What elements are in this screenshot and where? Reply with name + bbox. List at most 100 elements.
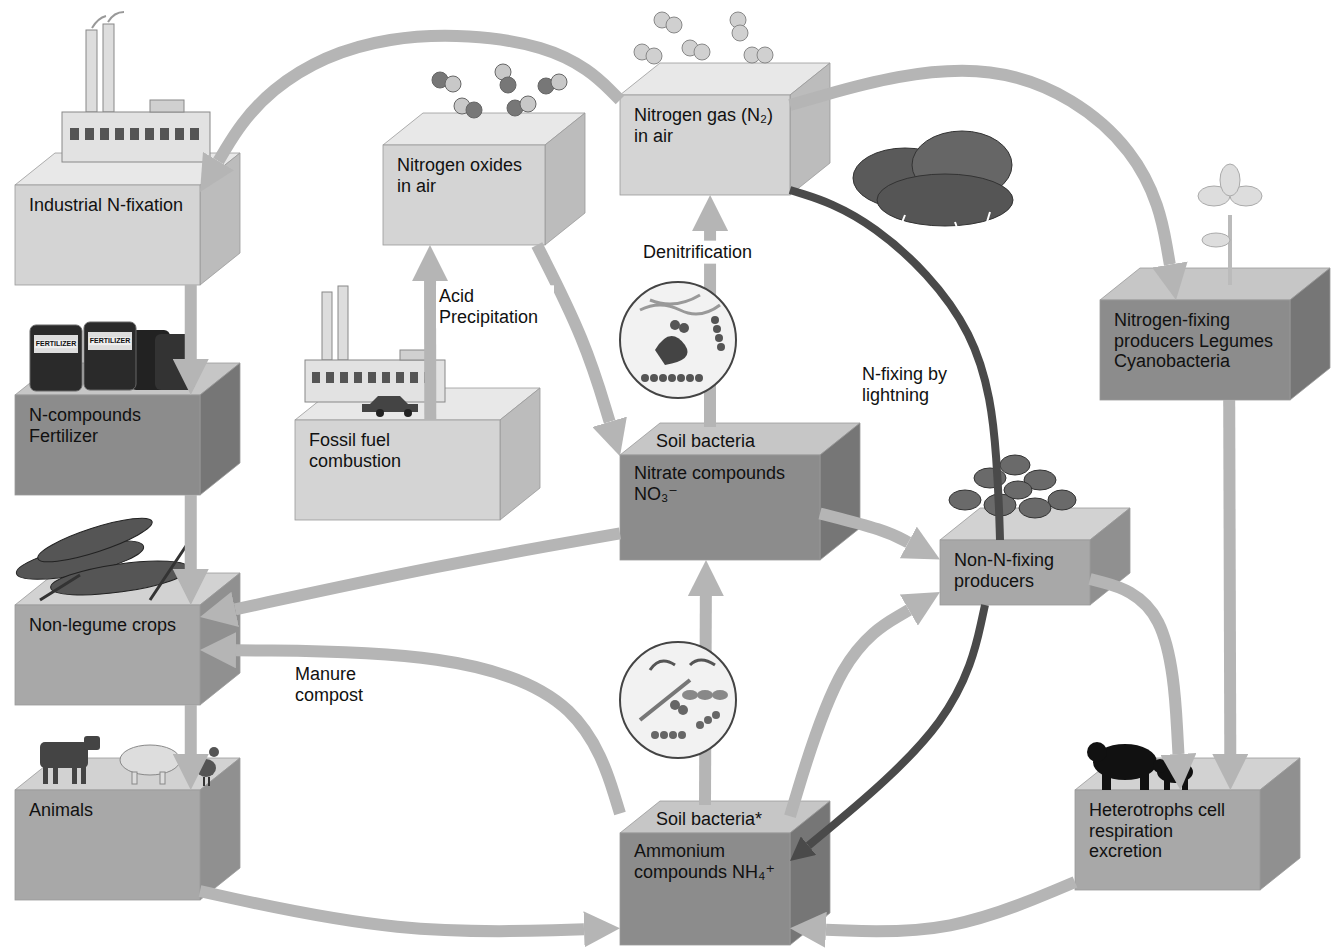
block-side <box>790 801 830 945</box>
fertilizer-bags <box>88 332 132 350</box>
flow-arrow <box>218 36 620 161</box>
block-front <box>15 605 200 705</box>
block-shape <box>620 63 830 195</box>
bacteria-circle <box>651 700 720 739</box>
bear-icon <box>1182 778 1188 790</box>
bacteria-circle <box>686 374 694 382</box>
bacteria-circle <box>711 316 719 324</box>
car-icon <box>376 409 384 417</box>
block-front <box>620 833 790 945</box>
block-shape <box>1075 758 1300 890</box>
plant-icon <box>1000 455 1030 475</box>
cycle-box: Soil bacteriaNitrate compounds NO₃⁻ <box>620 427 820 560</box>
corn-icon <box>49 554 192 601</box>
flow-arrow <box>820 513 908 542</box>
block-side <box>790 63 830 195</box>
flow-arrow <box>235 533 620 609</box>
box-heading: Soil bacteria* <box>656 805 776 833</box>
pig-icon <box>120 745 180 775</box>
pig-icon <box>160 772 165 784</box>
cow-icon <box>84 736 100 750</box>
molecule-icon <box>666 17 682 33</box>
flow-arrow <box>185 495 197 569</box>
cow-icon <box>40 742 88 768</box>
bacteria-circle <box>669 731 677 739</box>
block-top <box>620 423 860 455</box>
car-icon <box>362 396 418 417</box>
bacteria-circle <box>678 705 688 715</box>
bacteria-circle <box>696 721 704 729</box>
flow-arrow <box>424 281 436 420</box>
box-label: Non-legume crops <box>29 615 186 636</box>
sprout-icon <box>1202 233 1230 247</box>
block-side <box>1260 758 1300 890</box>
flow-arrow <box>200 891 584 931</box>
cow-icon <box>40 736 100 784</box>
box-label: Heterotrophs cell respiration excretion <box>1089 800 1246 862</box>
factory-icon <box>85 128 94 140</box>
block-front <box>15 790 200 900</box>
flow-arrow <box>808 605 985 846</box>
factory-icon <box>145 128 154 140</box>
block-shape <box>383 113 585 245</box>
flow-arrow <box>790 71 1170 265</box>
fertilizer-bags <box>30 322 195 391</box>
bacteria-circle <box>677 374 685 382</box>
molecule-icon <box>634 12 773 64</box>
block-shape <box>15 758 240 900</box>
factory-icon <box>160 128 169 140</box>
factory-icon <box>130 128 139 140</box>
bacteria-circle <box>641 316 725 382</box>
bear-icon <box>1164 778 1170 790</box>
bacteria-circle <box>712 690 728 700</box>
bear-icon <box>1140 770 1149 790</box>
bacteria-circle <box>640 295 720 314</box>
box-label: Animals <box>29 800 186 821</box>
fertilizer-bags <box>84 322 136 390</box>
cow-icon <box>81 766 86 784</box>
edge-label: Manure compost <box>292 663 388 706</box>
flow-arrow <box>537 245 610 422</box>
bacteria-circle <box>668 374 676 382</box>
cycle-box: Nitrogen oxides in air <box>383 145 545 245</box>
flow-arrow <box>790 610 909 816</box>
flow-arrow <box>826 882 1075 931</box>
sprout-icon <box>1220 164 1240 196</box>
bacteria-circle <box>717 343 725 351</box>
factory-icon <box>70 128 199 140</box>
block-front <box>620 455 820 560</box>
bacteria-circle <box>641 374 649 382</box>
bacteria-circle <box>713 325 721 333</box>
factory-icon <box>70 128 79 140</box>
block-front <box>1075 790 1260 890</box>
block-shape <box>620 423 860 560</box>
fertilizer-bags <box>34 335 78 353</box>
cycle-box: Fossil fuel combustion <box>295 420 500 520</box>
factory-icon <box>338 286 348 360</box>
cycle-box: Non-legume crops <box>15 605 200 705</box>
factory-icon <box>326 372 334 383</box>
factory-icon <box>92 12 124 28</box>
pig-icon <box>132 772 137 784</box>
block-side <box>500 388 540 520</box>
bear-icon <box>1153 759 1167 773</box>
factory-icon <box>312 372 320 383</box>
bacteria-circle <box>682 690 728 700</box>
molecule-icon <box>466 102 482 118</box>
fertilizer-bags <box>30 325 82 391</box>
block-shape <box>15 153 240 285</box>
factory-icon <box>368 372 376 383</box>
factory-icon <box>62 12 210 162</box>
block-front <box>15 185 200 285</box>
plant-icon <box>949 490 981 510</box>
cow-icon <box>72 766 77 784</box>
rooster-icon <box>196 759 216 777</box>
car-icon <box>404 409 412 417</box>
cycle-box: Nitrogen-fixing producers Legumes Cyanob… <box>1100 300 1290 400</box>
bear-icon <box>1102 770 1111 790</box>
factory-icon <box>305 360 445 402</box>
plant-icon <box>1019 498 1051 518</box>
block-shape <box>620 801 830 945</box>
edge-label: Acid Precipitation <box>436 285 554 328</box>
